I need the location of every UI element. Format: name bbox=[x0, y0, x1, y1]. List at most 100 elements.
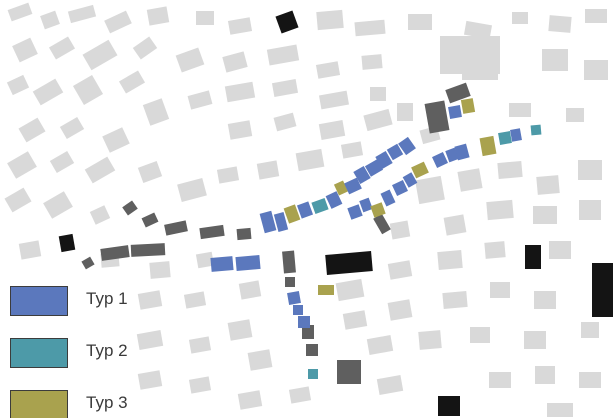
typed-buildings bbox=[210, 98, 542, 379]
building bbox=[470, 327, 490, 343]
building bbox=[89, 205, 111, 225]
building bbox=[549, 241, 571, 259]
building bbox=[32, 78, 64, 106]
building bbox=[585, 9, 607, 23]
building bbox=[288, 386, 312, 404]
building bbox=[302, 325, 314, 339]
typ-3-building bbox=[318, 285, 334, 295]
building bbox=[247, 349, 273, 371]
typ-1-building bbox=[287, 291, 301, 305]
typ-3-building bbox=[411, 161, 429, 179]
typ-1-building bbox=[386, 143, 404, 161]
building bbox=[137, 370, 163, 390]
building bbox=[187, 90, 213, 110]
building bbox=[104, 10, 132, 34]
legend-swatch-typ-1 bbox=[10, 286, 68, 316]
building bbox=[227, 319, 253, 341]
legend-label-typ-1: Typ 1 bbox=[86, 289, 128, 308]
building bbox=[408, 14, 432, 30]
building bbox=[486, 199, 514, 221]
building bbox=[195, 251, 215, 269]
typ-1-building bbox=[392, 180, 408, 196]
building bbox=[7, 151, 37, 179]
legend-swatch-typ-3 bbox=[10, 390, 68, 418]
building bbox=[524, 331, 546, 349]
building bbox=[100, 245, 130, 261]
building bbox=[525, 245, 541, 269]
typ-2-building bbox=[530, 124, 542, 136]
typ-2-building bbox=[311, 197, 329, 215]
building bbox=[175, 47, 205, 73]
building bbox=[67, 4, 97, 24]
typ-1-building bbox=[432, 152, 448, 168]
building bbox=[318, 90, 350, 110]
building bbox=[295, 148, 325, 172]
building bbox=[389, 220, 411, 240]
building bbox=[142, 98, 170, 126]
building bbox=[440, 36, 500, 74]
building bbox=[578, 160, 602, 180]
typ-1-building bbox=[347, 204, 363, 220]
building bbox=[512, 12, 528, 24]
building bbox=[361, 54, 383, 70]
building bbox=[547, 403, 573, 417]
typ-1-building bbox=[273, 212, 289, 232]
building bbox=[136, 330, 164, 350]
building bbox=[373, 213, 391, 235]
typ-1-building bbox=[364, 159, 384, 177]
building bbox=[457, 168, 483, 192]
building bbox=[387, 299, 413, 321]
building bbox=[584, 60, 608, 80]
building bbox=[216, 166, 240, 184]
building bbox=[224, 81, 256, 103]
building bbox=[266, 44, 300, 66]
building bbox=[227, 120, 253, 140]
building bbox=[222, 51, 248, 73]
building bbox=[418, 330, 442, 350]
typ-1-building bbox=[445, 147, 459, 163]
building bbox=[397, 103, 413, 121]
building bbox=[4, 187, 32, 213]
typ-1-building bbox=[375, 150, 393, 170]
building bbox=[18, 240, 42, 260]
legend-label-typ-2: Typ 2 bbox=[86, 341, 128, 360]
typ-1-building bbox=[296, 201, 314, 219]
building bbox=[227, 17, 253, 35]
building bbox=[12, 37, 38, 63]
building bbox=[7, 2, 33, 22]
building bbox=[490, 282, 510, 298]
building bbox=[199, 224, 225, 240]
building bbox=[188, 336, 212, 354]
building bbox=[18, 117, 46, 143]
building bbox=[442, 290, 468, 310]
building bbox=[130, 243, 166, 257]
building bbox=[137, 290, 163, 310]
building bbox=[72, 74, 104, 106]
building bbox=[363, 108, 393, 132]
building bbox=[424, 100, 450, 134]
typ-1-building bbox=[359, 197, 373, 213]
building bbox=[275, 10, 299, 34]
building bbox=[122, 200, 138, 216]
building bbox=[146, 6, 170, 26]
typ-1-building bbox=[402, 172, 418, 188]
building bbox=[443, 214, 467, 236]
building bbox=[325, 251, 373, 275]
black-buildings bbox=[58, 10, 613, 416]
building bbox=[387, 260, 413, 280]
building bbox=[285, 277, 295, 287]
building bbox=[164, 220, 188, 236]
building bbox=[340, 141, 364, 159]
building bbox=[236, 227, 252, 241]
legend-label-typ-3: Typ 3 bbox=[86, 393, 128, 412]
building bbox=[542, 49, 568, 71]
typ-1-building bbox=[398, 136, 416, 156]
building bbox=[137, 161, 163, 183]
building bbox=[437, 249, 463, 271]
building bbox=[318, 120, 346, 140]
building bbox=[342, 310, 368, 330]
typ-1-building bbox=[210, 256, 234, 272]
building bbox=[6, 74, 30, 96]
